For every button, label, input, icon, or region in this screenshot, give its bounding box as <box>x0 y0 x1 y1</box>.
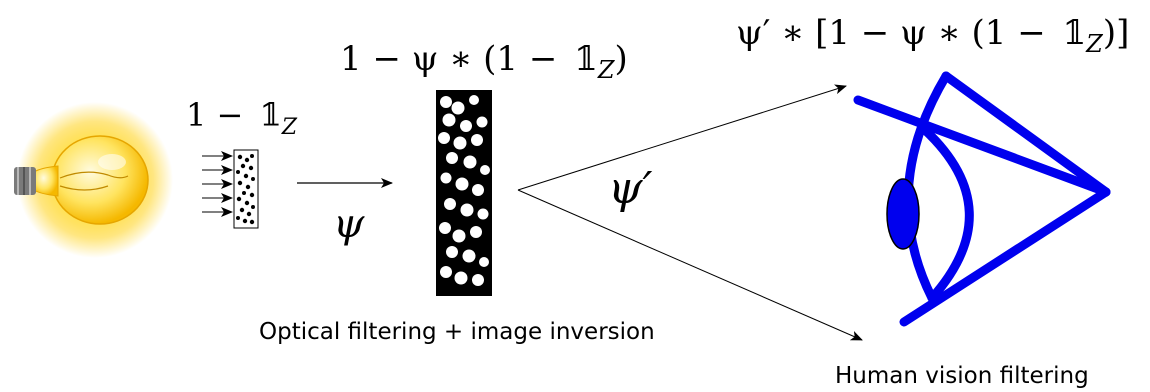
vision-caption: Human vision filtering <box>835 363 1089 389</box>
light-bulb-icon <box>14 102 173 258</box>
inverted-slide <box>436 90 492 296</box>
filtered-label: 1 − ψ ∗ (1 − 𝟙Z) <box>340 39 628 84</box>
svg-text:1 − 𝟙Z: 1 − 𝟙Z <box>186 96 298 140</box>
final-label: ψ′ ∗ [1 − ψ ∗ (1 − 𝟙Z)] <box>736 13 1129 58</box>
svg-text:ψ′ ∗ [1 − ψ ∗ (1 − 𝟙Z)]: ψ′ ∗ [1 − ψ ∗ (1 − 𝟙Z)] <box>736 13 1129 58</box>
psi-prime-arrows <box>517 84 863 341</box>
indicator-slide <box>233 149 259 229</box>
psi-label: ψ <box>333 201 365 247</box>
incoming-light-arrows <box>202 151 233 217</box>
indicator-label: 1 − 𝟙Z <box>186 96 298 140</box>
svg-text:1 − ψ ∗ (1 − 𝟙Z): 1 − ψ ∗ (1 − 𝟙Z) <box>340 39 628 84</box>
psi-prime-label: ψ′ <box>608 163 653 214</box>
eye-icon <box>853 71 1111 327</box>
optical-caption: Optical filtering + image inversion <box>259 319 655 345</box>
